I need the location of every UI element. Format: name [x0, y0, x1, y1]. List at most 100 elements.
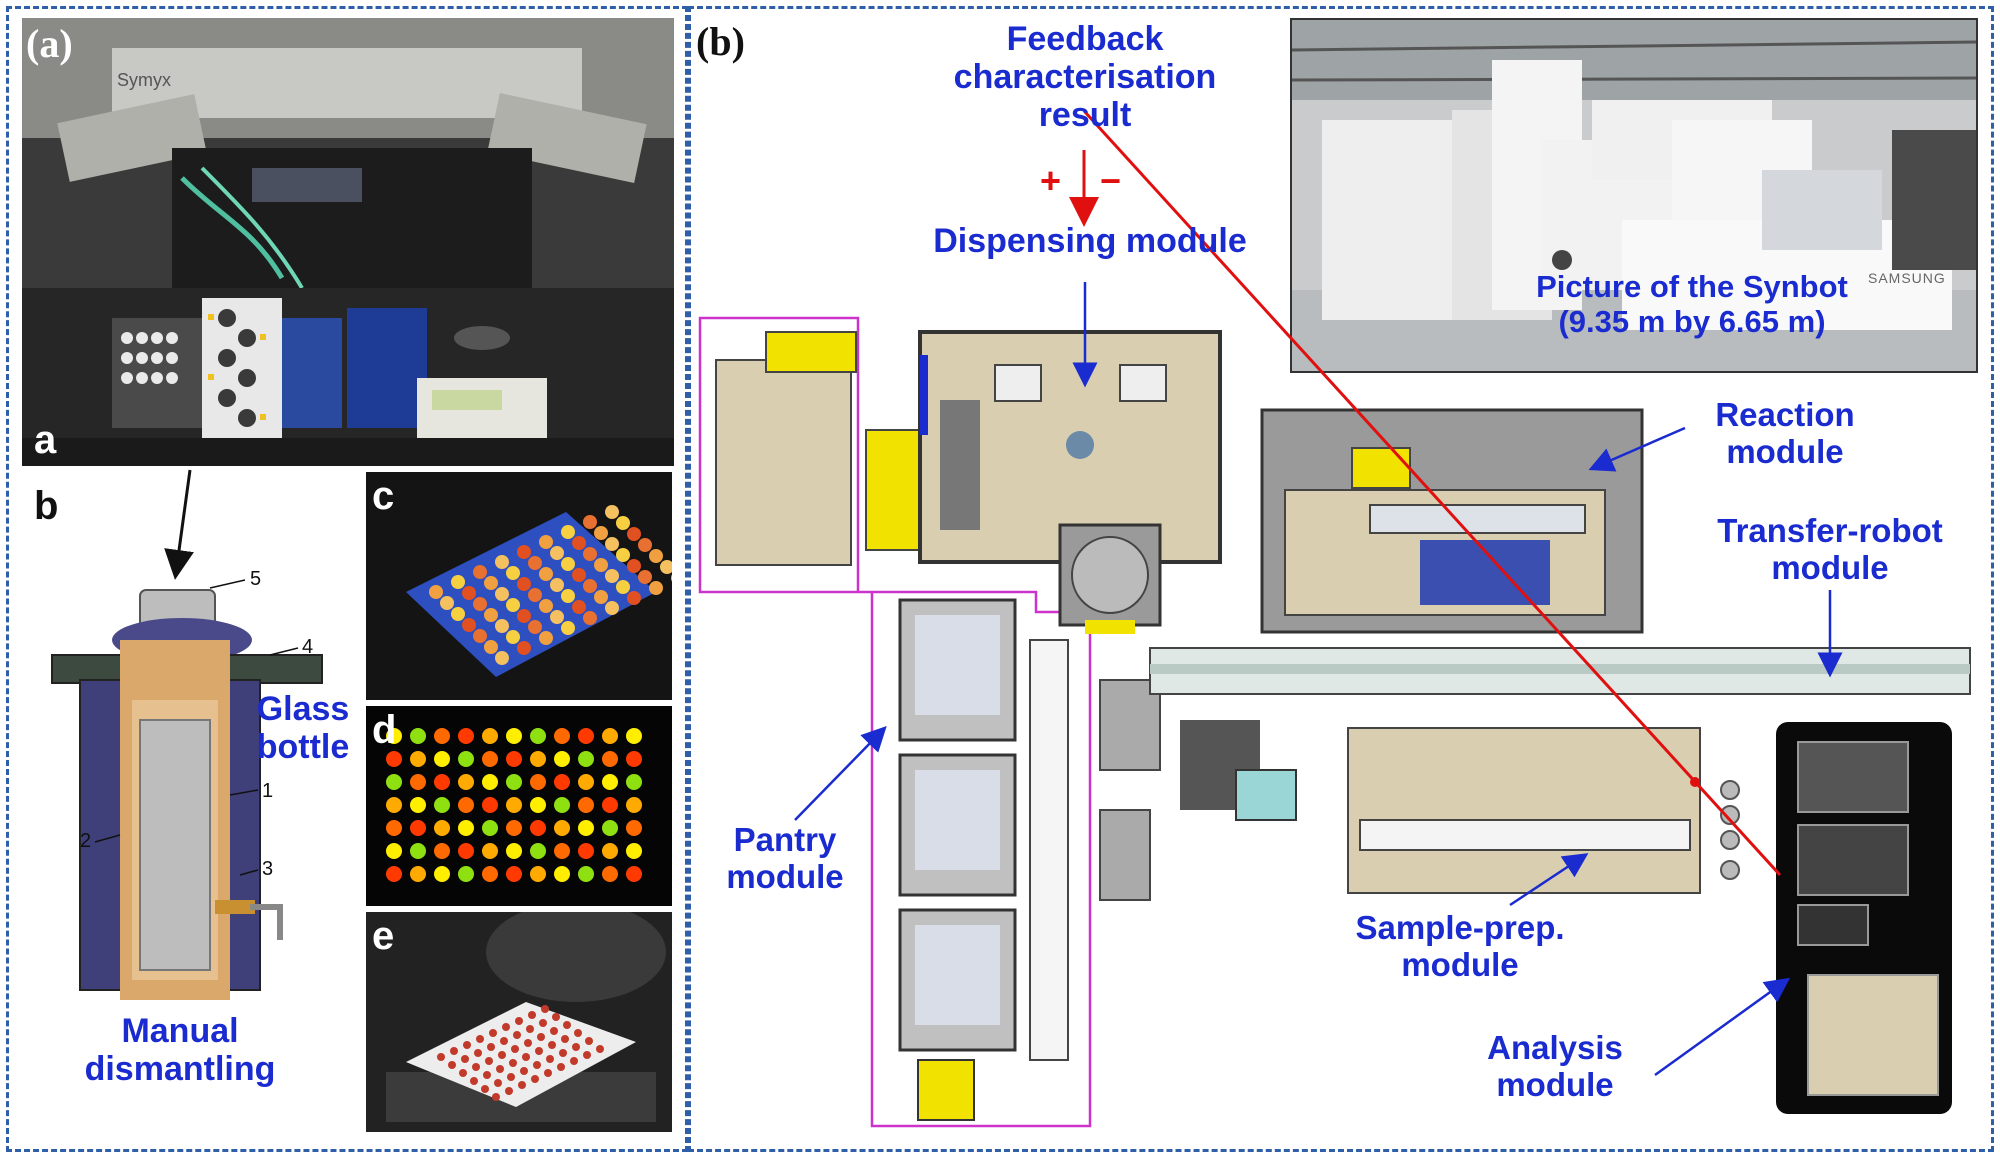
panel-a-frame — [6, 6, 688, 1152]
glass-bottle-label: Glass bottle — [256, 690, 350, 767]
well — [482, 797, 498, 813]
well — [554, 866, 570, 882]
sub-label-d: d — [372, 708, 397, 752]
well — [554, 751, 570, 767]
vial — [561, 621, 575, 635]
vial — [627, 527, 641, 541]
vial-plate-illustration — [366, 472, 672, 700]
plate-reader-illustration — [366, 912, 672, 1132]
well — [434, 774, 450, 790]
part-number-2: 2 — [80, 830, 92, 852]
plate-well — [583, 1051, 591, 1059]
vial — [671, 574, 672, 582]
plate-well — [500, 1037, 508, 1045]
plate-well — [546, 1055, 554, 1063]
plate-well — [596, 1045, 604, 1053]
vial — [528, 588, 542, 602]
sub-label-c: c — [372, 474, 395, 518]
well — [410, 797, 426, 813]
sampleprep-arrow — [1509, 853, 1589, 907]
photo-a-robot: (a) Symyx a — [22, 18, 674, 466]
vial — [638, 538, 652, 552]
well — [602, 728, 618, 744]
vial — [605, 601, 619, 615]
photo-d-luminescence: d — [366, 706, 672, 906]
plate-well — [507, 1073, 515, 1081]
well — [434, 866, 450, 882]
vial — [495, 651, 509, 665]
transfer-label: Transfer-robot module — [1717, 512, 1943, 586]
plate-well — [483, 1071, 491, 1079]
well — [386, 751, 402, 767]
vial — [484, 608, 498, 622]
well — [386, 820, 402, 836]
plate-well — [570, 1057, 578, 1065]
plate-well — [472, 1063, 480, 1071]
vial — [638, 570, 652, 584]
vial — [539, 567, 553, 581]
vial — [660, 560, 672, 574]
vial — [473, 565, 487, 579]
panel-a-tag: (a) — [26, 21, 73, 66]
vial — [583, 579, 597, 593]
pantry-cabinet — [715, 359, 852, 566]
vial — [550, 610, 564, 624]
well — [410, 751, 426, 767]
well — [602, 866, 618, 882]
well — [530, 728, 546, 744]
pantry-arrow — [794, 726, 887, 821]
well — [506, 774, 522, 790]
plate-well — [531, 1075, 539, 1083]
well — [434, 797, 450, 813]
well — [530, 820, 546, 836]
part-number-4: 4 — [302, 636, 314, 658]
feedback-label: Feedback characterisation result — [953, 20, 1217, 135]
well — [530, 774, 546, 790]
plate-well — [509, 1059, 517, 1067]
vial — [495, 555, 509, 569]
plate-well — [559, 1049, 567, 1057]
plate-well — [511, 1045, 519, 1053]
well — [458, 751, 474, 767]
minus-sign: − — [1100, 160, 1122, 201]
dispensing-label: Dispensing module — [933, 222, 1247, 260]
well — [482, 866, 498, 882]
plate-well — [526, 1025, 534, 1033]
vial — [495, 587, 509, 601]
well — [458, 797, 474, 813]
reaction-label: Reaction module — [1715, 396, 1855, 470]
plate-well — [541, 1005, 549, 1013]
plate-well — [502, 1023, 510, 1031]
well — [554, 774, 570, 790]
vial — [495, 619, 509, 633]
plate-well — [585, 1037, 593, 1045]
well — [554, 820, 570, 836]
well — [434, 751, 450, 767]
well — [410, 843, 426, 859]
vial — [583, 515, 597, 529]
well — [578, 728, 594, 744]
well — [578, 774, 594, 790]
well — [410, 820, 426, 836]
analysis-label: Analysis module — [1487, 1029, 1623, 1103]
plate-well — [492, 1093, 500, 1101]
well — [458, 843, 474, 859]
sub-label-a: a — [34, 418, 57, 462]
vial — [484, 576, 498, 590]
well — [578, 843, 594, 859]
manual-dismantling-label: Manual dismantling — [84, 1012, 276, 1089]
well — [554, 728, 570, 744]
vial — [627, 591, 641, 605]
vial — [429, 585, 443, 599]
well — [482, 843, 498, 859]
well — [602, 774, 618, 790]
well — [578, 797, 594, 813]
synbot-illustration — [1292, 20, 1976, 371]
plate-well — [550, 1027, 558, 1035]
well — [530, 797, 546, 813]
panel-b-tag: (b) — [696, 19, 745, 64]
vial — [561, 525, 575, 539]
vial — [528, 620, 542, 634]
